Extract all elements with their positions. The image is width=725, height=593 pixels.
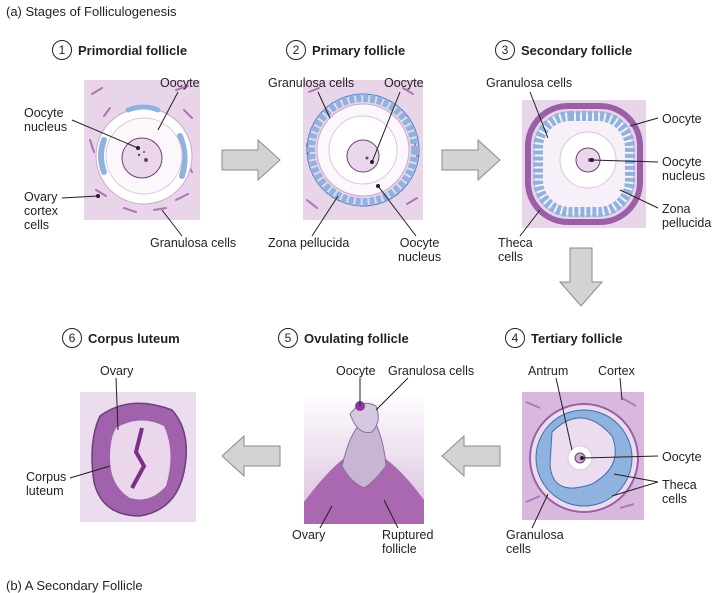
arrow-stage-5-to-6 — [221, 434, 281, 478]
s2-zona-pellucida-label: Zona pellucida — [268, 236, 350, 250]
s6-ovary-label: Ovary — [100, 364, 134, 378]
ovulating-follicle-illustration — [304, 392, 424, 524]
s3-oocyte-nucleus-label: Oocyte nucleus — [662, 155, 706, 183]
s1-granulosa-label: Granulosa cells — [150, 236, 237, 250]
stage-2-number: 2 — [286, 40, 306, 60]
primordial-follicle-illustration — [84, 80, 200, 220]
s5-oocyte-label: Oocyte — [336, 364, 376, 378]
tertiary-follicle-illustration — [522, 392, 644, 520]
s6-corpus-luteum-label: Corpus luteum — [26, 470, 67, 498]
secondary-follicle-illustration — [522, 100, 646, 228]
stage-1-title: 1 Primordial follicle — [52, 40, 187, 60]
stage-4-number: 4 — [505, 328, 525, 348]
stage-6-label: Corpus luteum — [88, 330, 180, 346]
stage-6-number: 6 — [62, 328, 82, 348]
stage-4-label: Tertiary follicle — [531, 330, 623, 346]
corpus-luteum-illustration — [80, 392, 196, 522]
stage-5-number: 5 — [278, 328, 298, 348]
primary-follicle-illustration — [303, 80, 423, 220]
stage-5-title: 5 Ovulating follicle — [278, 328, 409, 348]
s3-theca-label: Theca cells — [498, 236, 533, 264]
s3-zona-pellucida-label: Zona pellucida — [662, 202, 712, 230]
s4-theca-label: Theca cells — [662, 478, 697, 506]
stage-5-label: Ovulating follicle — [304, 330, 409, 346]
stage-3-title: 3 Secondary follicle — [495, 40, 632, 60]
stage-2-title: 2 Primary follicle — [286, 40, 405, 60]
stage-4-title: 4 Tertiary follicle — [505, 328, 623, 348]
arrow-stage-4-to-5 — [441, 434, 501, 478]
figure-title: (a) Stages of Folliculogenesis — [6, 4, 177, 19]
s4-oocyte-label: Oocyte — [662, 450, 702, 464]
s2-oocyte-label: Oocyte — [384, 76, 424, 90]
stage-6-title: 6 Corpus luteum — [62, 328, 180, 348]
s4-antrum-label: Antrum — [528, 364, 569, 378]
arrow-stage-2-to-3 — [441, 138, 501, 182]
stage-1-number: 1 — [52, 40, 72, 60]
stage-3-number: 3 — [495, 40, 515, 60]
arrow-stage-3-to-4 — [558, 247, 604, 307]
s1-ovary-cortex-label: Ovary cortex cells — [24, 190, 59, 232]
s2-granulosa-label: Granulosa cells — [268, 76, 355, 90]
s2-oocyte-nucleus-label: Oocyte nucleus — [398, 236, 442, 264]
s1-oocyte-nucleus-label: Oocyte nucleus — [24, 106, 68, 134]
s1-oocyte-label: Oocyte — [160, 76, 200, 90]
stage-2-label: Primary follicle — [312, 42, 406, 58]
s4-cortex-label: Cortex — [598, 364, 635, 378]
s4-granulosa-label: Granulosa cells — [506, 528, 564, 556]
stage-1-label: Primordial follicle — [78, 42, 188, 58]
s5-granulosa-label: Granulosa cells — [388, 364, 475, 378]
arrow-stage-1-to-2 — [221, 138, 281, 182]
s5-ruptured-follicle-label: Ruptured follicle — [382, 528, 434, 556]
s5-ovary-label: Ovary — [292, 528, 326, 542]
s3-granulosa-label: Granulosa cells — [486, 76, 573, 90]
s3-oocyte-label: Oocyte — [662, 112, 702, 126]
stage-3-label: Secondary follicle — [521, 42, 633, 58]
